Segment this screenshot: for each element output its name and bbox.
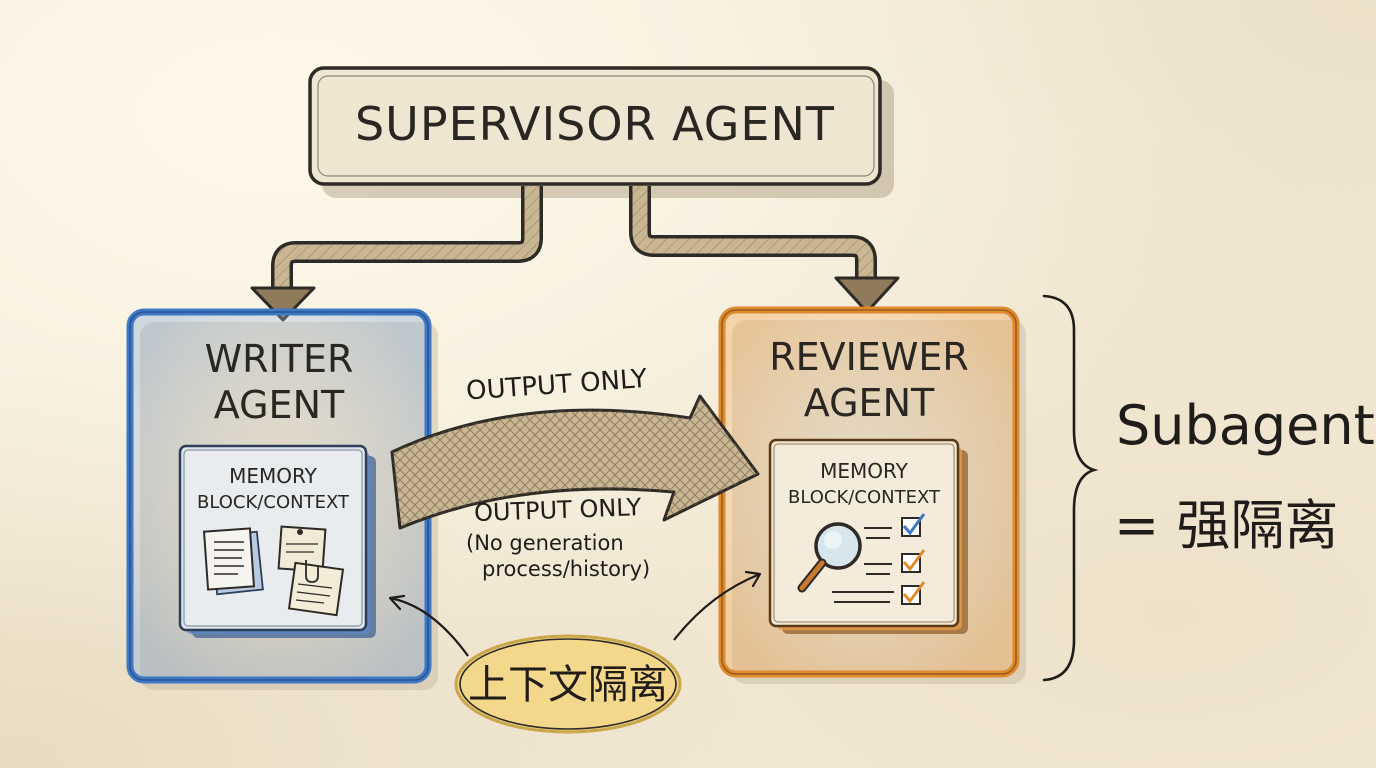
sticky-note-icon [277, 525, 327, 573]
reviewer-agent-title-line1: REVIEWER [769, 335, 969, 379]
subagents-title: Subagents [1116, 394, 1376, 457]
magnifying-glass-icon [797, 522, 862, 593]
subagents-brace [1042, 294, 1099, 682]
reviewer-agent-node: REVIEWER AGENT MEMORY BLOCK/CONTEXT [718, 306, 1026, 684]
output-only-top-label: OUTPUT ONLY [465, 364, 648, 407]
reviewer-agent-title-line2: AGENT [804, 381, 935, 425]
subagents-isolation-note: = 强隔离 [1114, 494, 1338, 557]
supervisor-to-reviewer-arrow [629, 186, 900, 314]
writer-memory-label-line1: MEMORY [229, 464, 318, 488]
checklist-icon [832, 513, 926, 605]
output-only-bottom-label: OUTPUT ONLY [474, 493, 642, 527]
no-history-note-line1: (No generation [466, 531, 624, 555]
writer-memory-block: MEMORY BLOCK/CONTEXT [178, 444, 376, 638]
context-isolation-callout: 上下文隔离 [388, 570, 762, 734]
writer-memory-label-line2: BLOCK/CONTEXT [197, 492, 350, 513]
supervisor-agent-label: SUPERVISOR AGENT [355, 97, 835, 151]
supervisor-agent-node: SUPERVISOR AGENT [308, 66, 894, 198]
reviewer-memory-label-line2: BLOCK/CONTEXT [788, 487, 941, 508]
clipped-note-icon [287, 560, 345, 617]
writer-agent-node: WRITER AGENT MEMORY BLOCK/CONTEXT [126, 308, 438, 690]
writer-agent-title-line1: WRITER [205, 337, 354, 381]
no-history-note-line2: process/history) [482, 557, 650, 581]
reviewer-memory-block: MEMORY BLOCK/CONTEXT [768, 438, 968, 634]
writer-agent-title-line2: AGENT [214, 383, 345, 427]
reviewer-memory-label-line1: MEMORY [820, 459, 909, 483]
output-only-arrow [390, 394, 760, 530]
context-isolation-label: 上下文隔离 [468, 662, 668, 708]
supervisor-to-writer-arrow [250, 186, 543, 322]
documents-icon [202, 527, 264, 596]
